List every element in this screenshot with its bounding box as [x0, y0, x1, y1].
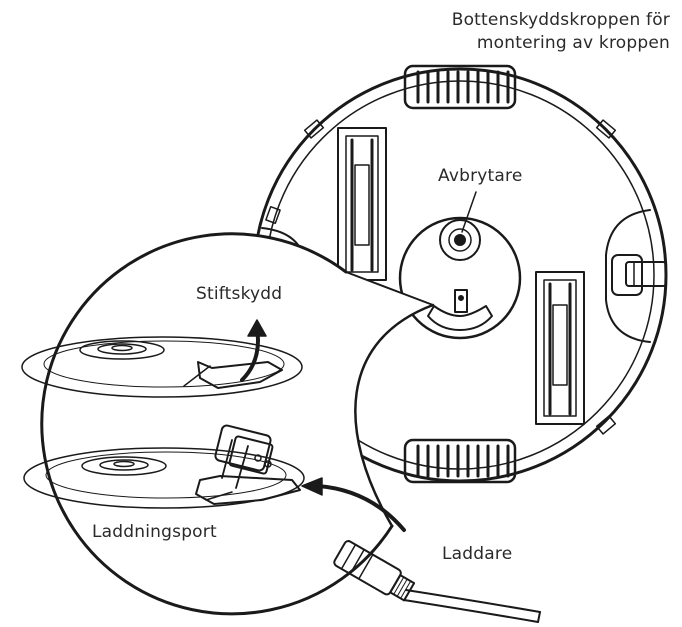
side-handle-right: [605, 209, 667, 343]
switch-label: Avbrytare: [438, 166, 523, 186]
bottom-wheel: [403, 438, 517, 484]
pin-cover-label: Stiftskydd: [196, 284, 283, 304]
body-cover-label-line1: Bottenskyddskroppen för: [451, 10, 670, 30]
charging-port-detail: [23, 424, 406, 532]
switch-leader: [461, 191, 477, 233]
charging-port-label: Laddningsport: [92, 522, 217, 542]
left-roller: [337, 127, 387, 281]
charger-plug: [333, 540, 541, 623]
rim-clips: [265, 119, 617, 435]
pin-cover-detail: [21, 319, 303, 398]
body-cover-label-line2: montering av kroppen: [476, 33, 670, 53]
center-hub: [398, 216, 522, 340]
charger-label: Laddare: [442, 544, 513, 564]
top-wheel: [403, 64, 517, 110]
right-roller: [535, 271, 585, 425]
zoom-callout: [40, 232, 435, 616]
